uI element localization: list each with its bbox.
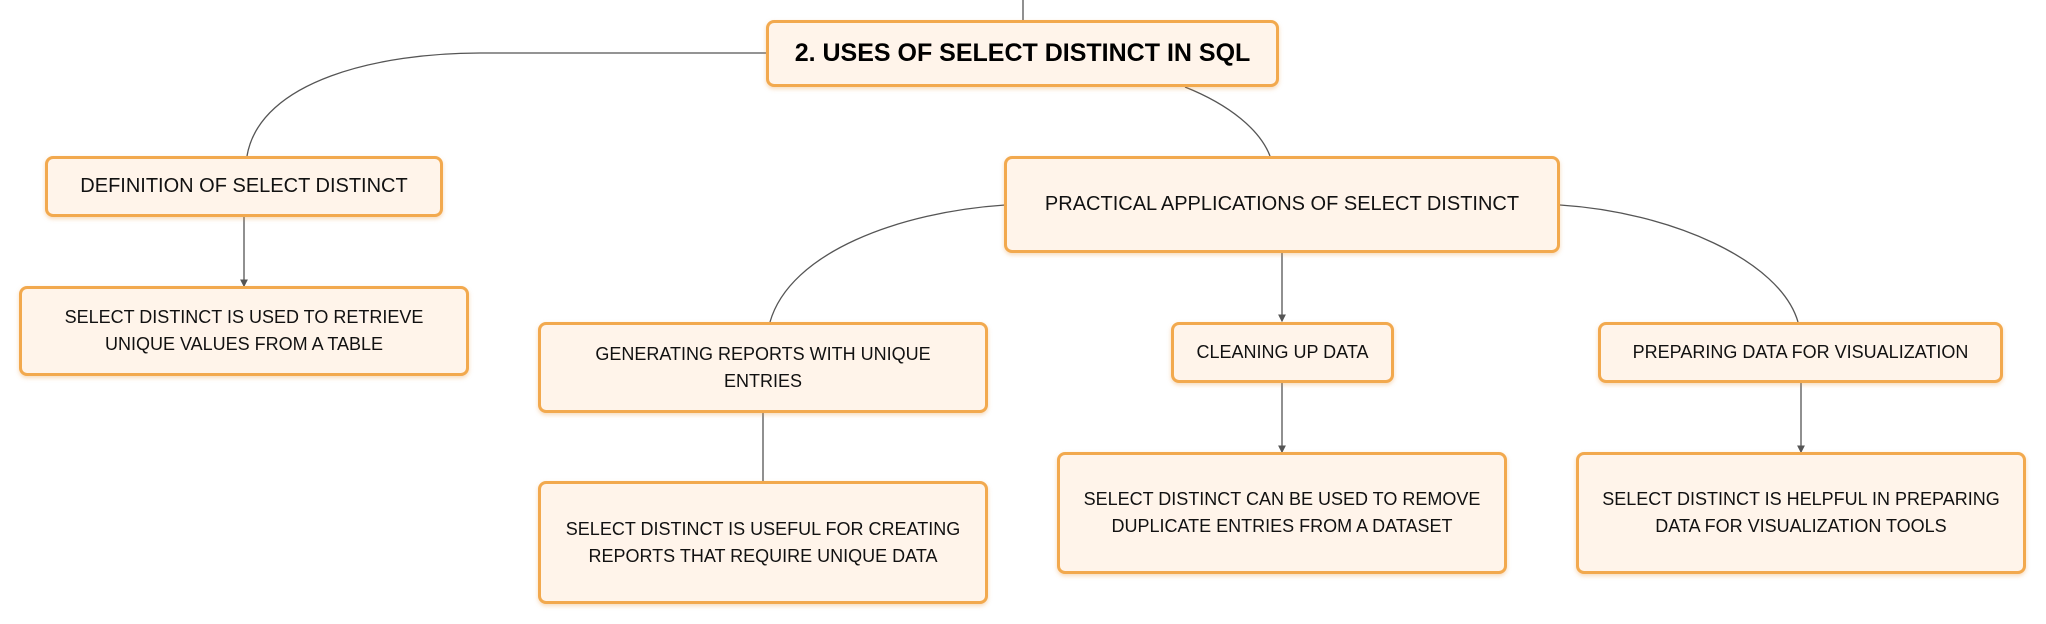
practical-applications-node[interactable]: PRACTICAL APPLICATIONS OF SELECT DISTINC… bbox=[1004, 156, 1560, 253]
connector-practical-to-visualization bbox=[1559, 204, 1799, 323]
connector-root-to-practical bbox=[1184, 86, 1271, 157]
preparing-visualization-node[interactable]: PREPARING DATA FOR VISUALIZATION bbox=[1598, 322, 2003, 383]
generating-reports-node[interactable]: GENERATING REPORTS WITH UNIQUE ENTRIES bbox=[538, 322, 988, 413]
connector-root-to-definition bbox=[246, 52, 766, 157]
generating-reports-detail-node[interactable]: SELECT DISTINCT IS USEFUL FOR CREATING R… bbox=[538, 481, 988, 604]
definition-node[interactable]: DEFINITION OF SELECT DISTINCT bbox=[45, 156, 443, 217]
connector-practical-to-reports bbox=[769, 204, 1006, 323]
root-node[interactable]: 2. USES OF SELECT DISTINCT IN SQL bbox=[766, 20, 1279, 87]
cleaning-data-detail-node[interactable]: SELECT DISTINCT CAN BE USED TO REMOVE DU… bbox=[1057, 452, 1507, 574]
cleaning-data-node[interactable]: CLEANING UP DATA bbox=[1171, 322, 1394, 383]
preparing-visualization-detail-node[interactable]: SELECT DISTINCT IS HELPFUL IN PREPARING … bbox=[1576, 452, 2026, 574]
definition-detail-node[interactable]: SELECT DISTINCT IS USED TO RETRIEVE UNIQ… bbox=[19, 286, 469, 376]
